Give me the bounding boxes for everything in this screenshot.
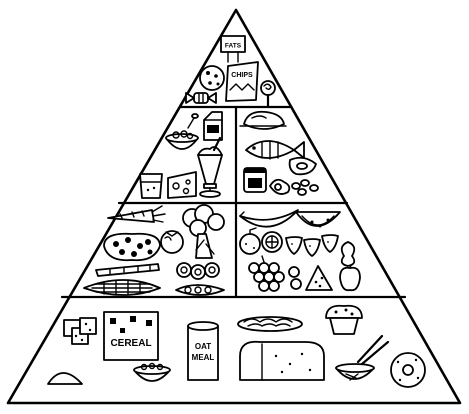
- onion-rings: [176, 262, 220, 280]
- oat-meal-label-bottom: MEAL: [192, 353, 215, 362]
- orange: [239, 227, 261, 255]
- chicken: [239, 110, 287, 130]
- corn: [83, 279, 161, 296]
- jar: [243, 167, 267, 193]
- cereal-bowl: [133, 362, 171, 382]
- tomato: [160, 230, 184, 254]
- strawberries: [285, 234, 339, 257]
- green-beans: [95, 263, 160, 277]
- oat-meal-label-top: OAT: [195, 342, 211, 351]
- milkshake: [197, 136, 223, 198]
- rice-bowl: [335, 334, 390, 381]
- fats-sign: FATS: [220, 35, 246, 63]
- grapes: [248, 255, 285, 292]
- cheese: [167, 171, 197, 199]
- candy: [185, 92, 217, 104]
- crackers: [63, 317, 97, 345]
- spaghetti: [237, 316, 303, 332]
- bagel: [390, 352, 426, 388]
- banana: [239, 209, 299, 228]
- broccoli: [182, 204, 225, 259]
- cookie: [199, 65, 225, 91]
- chips-bag-label: CHIPS: [231, 72, 253, 79]
- milk-carton: [203, 111, 223, 141]
- orange-half: [261, 231, 283, 253]
- watermelon-wedge: [305, 265, 333, 291]
- lollipop: [260, 80, 276, 108]
- nuts: [291, 179, 319, 196]
- watermelon-slice: [295, 211, 341, 228]
- yogurt-bowl: [165, 113, 199, 150]
- cereal-box-label: CEREAL: [110, 338, 151, 349]
- small-fruits: [288, 266, 302, 290]
- oat-meal-box: OAT MEAL: [187, 321, 219, 381]
- carrot: [107, 205, 166, 223]
- pear: [340, 241, 356, 267]
- egg: [269, 178, 291, 195]
- cereal-box: CEREAL: [103, 311, 159, 361]
- muffin: [325, 304, 363, 335]
- steak: [288, 156, 317, 176]
- peas: [175, 284, 225, 296]
- fish: [245, 140, 305, 160]
- chips-bag: CHIPS: [225, 61, 259, 102]
- fats-sign-label: FATS: [225, 43, 242, 50]
- taco: [47, 372, 83, 385]
- glass-of-milk: [139, 173, 163, 199]
- pyramid-outline: [6, 8, 462, 405]
- bread-loaf: [239, 340, 325, 381]
- lima-beans: [103, 232, 161, 262]
